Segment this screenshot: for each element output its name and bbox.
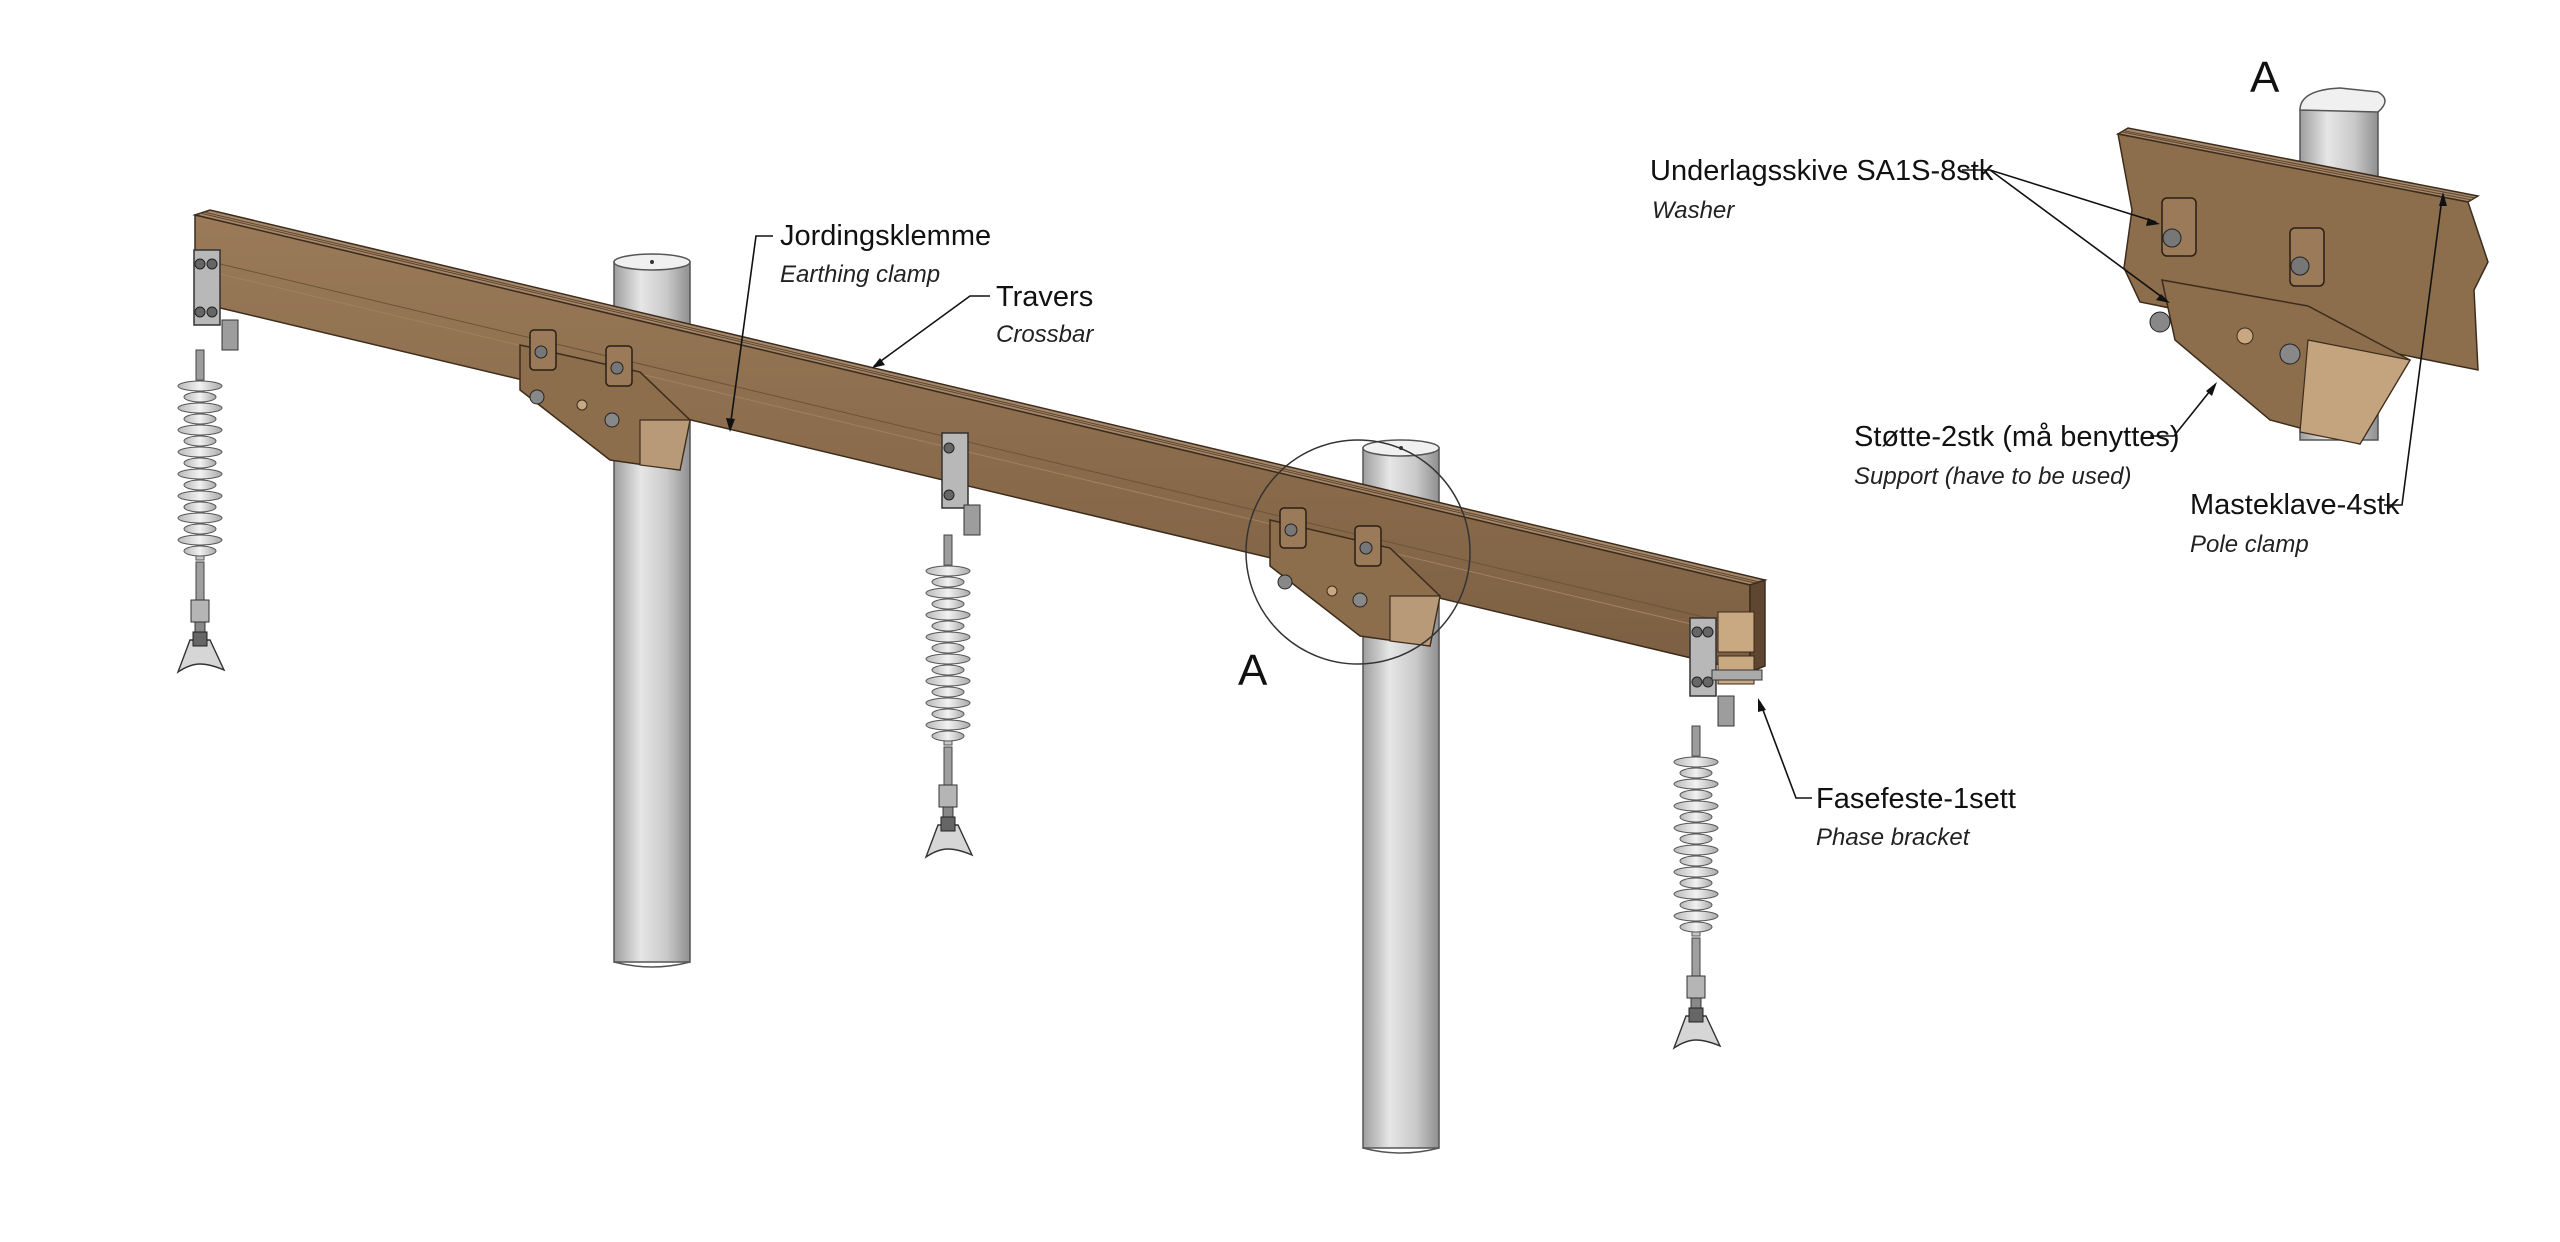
label-crossbar: Travers Crossbar (872, 281, 1094, 368)
phase-bracket-sublabel: Phase bracket (1816, 824, 1971, 851)
crossbar-beam (192, 209, 1768, 674)
earthing-clamp-sublabel: Earthing clamp (780, 261, 940, 288)
right-phase-bracket (1689, 611, 1763, 727)
washer-sublabel: Washer (1652, 197, 1735, 224)
left-insulator (176, 349, 226, 674)
right-insulator (1672, 725, 1722, 1050)
detail-a-marker: A (1238, 439, 1471, 695)
washer-label: Underlagsskive SA1S-8stk (1650, 155, 1994, 187)
middle-phase-bracket (941, 432, 981, 536)
middle-insulator (924, 534, 974, 859)
label-earthing-clamp: Jordingsklemme Earthing clamp (726, 220, 991, 432)
left-pole-clamp (519, 329, 691, 471)
crossbar-label: Travers (996, 281, 1093, 313)
detail-a-title: A (2250, 53, 2280, 102)
support-sublabel: Support (have to be used) (1854, 463, 2132, 490)
left-phase-bracket (193, 249, 239, 351)
crossbar-sublabel: Crossbar (996, 321, 1094, 348)
pole-clamp-sublabel: Pole clamp (2190, 531, 2309, 558)
detail-a-view: A Underlagsskive SA1S-8stk Washer Støtte… (1650, 53, 2489, 558)
right-pole-clamp (1269, 507, 1441, 647)
phase-bracket-label: Fasefeste-1sett (1816, 783, 2016, 815)
pole-clamp-label: Masteklave-4stk (2190, 489, 2400, 521)
label-phase-bracket: Fasefeste-1sett Phase bracket (1758, 698, 2016, 851)
detail-a-marker-letter: A (1238, 646, 1268, 695)
earthing-clamp-label: Jordingsklemme (780, 220, 991, 252)
support-label: Støtte-2stk (må benyttes) (1854, 421, 2180, 453)
